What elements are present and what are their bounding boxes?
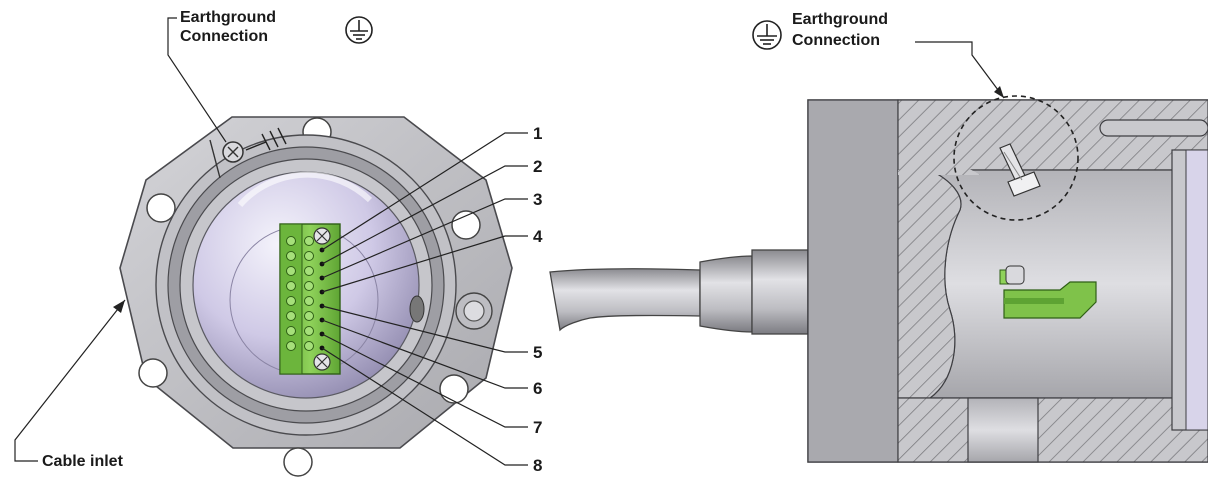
section-view — [549, 20, 1208, 463]
terminal-label: 1 — [533, 124, 543, 143]
ground-symbol-icon — [345, 16, 373, 44]
earthground-right-line1: Earthground — [792, 11, 888, 28]
cable-inlet-label: Cable inlet — [42, 453, 123, 470]
terminal-label: 5 — [533, 343, 543, 362]
ground-symbol-icon-right — [752, 20, 782, 50]
terminal-label: 8 — [533, 456, 543, 475]
terminal-label: 2 — [533, 157, 543, 176]
detail-circle — [953, 95, 1079, 221]
ground-marking — [245, 127, 287, 151]
section-earth-screw — [999, 143, 1041, 197]
earthground-left-line1: Earthground — [180, 9, 276, 26]
terminal-leaders — [321, 132, 528, 466]
terminal-label: 7 — [533, 418, 543, 437]
front-view — [14, 16, 528, 477]
terminal-label: 6 — [533, 379, 543, 398]
earthground-right-line2: Connection — [792, 32, 880, 49]
terminal-label: 4 — [533, 227, 543, 246]
section-terminal-block — [999, 265, 1097, 319]
cable-tube — [549, 268, 701, 332]
earthground-left-line2: Connection — [180, 28, 268, 45]
terminal-block — [279, 223, 341, 375]
mounting-holes — [138, 117, 481, 477]
terminal-label: 3 — [533, 190, 543, 209]
